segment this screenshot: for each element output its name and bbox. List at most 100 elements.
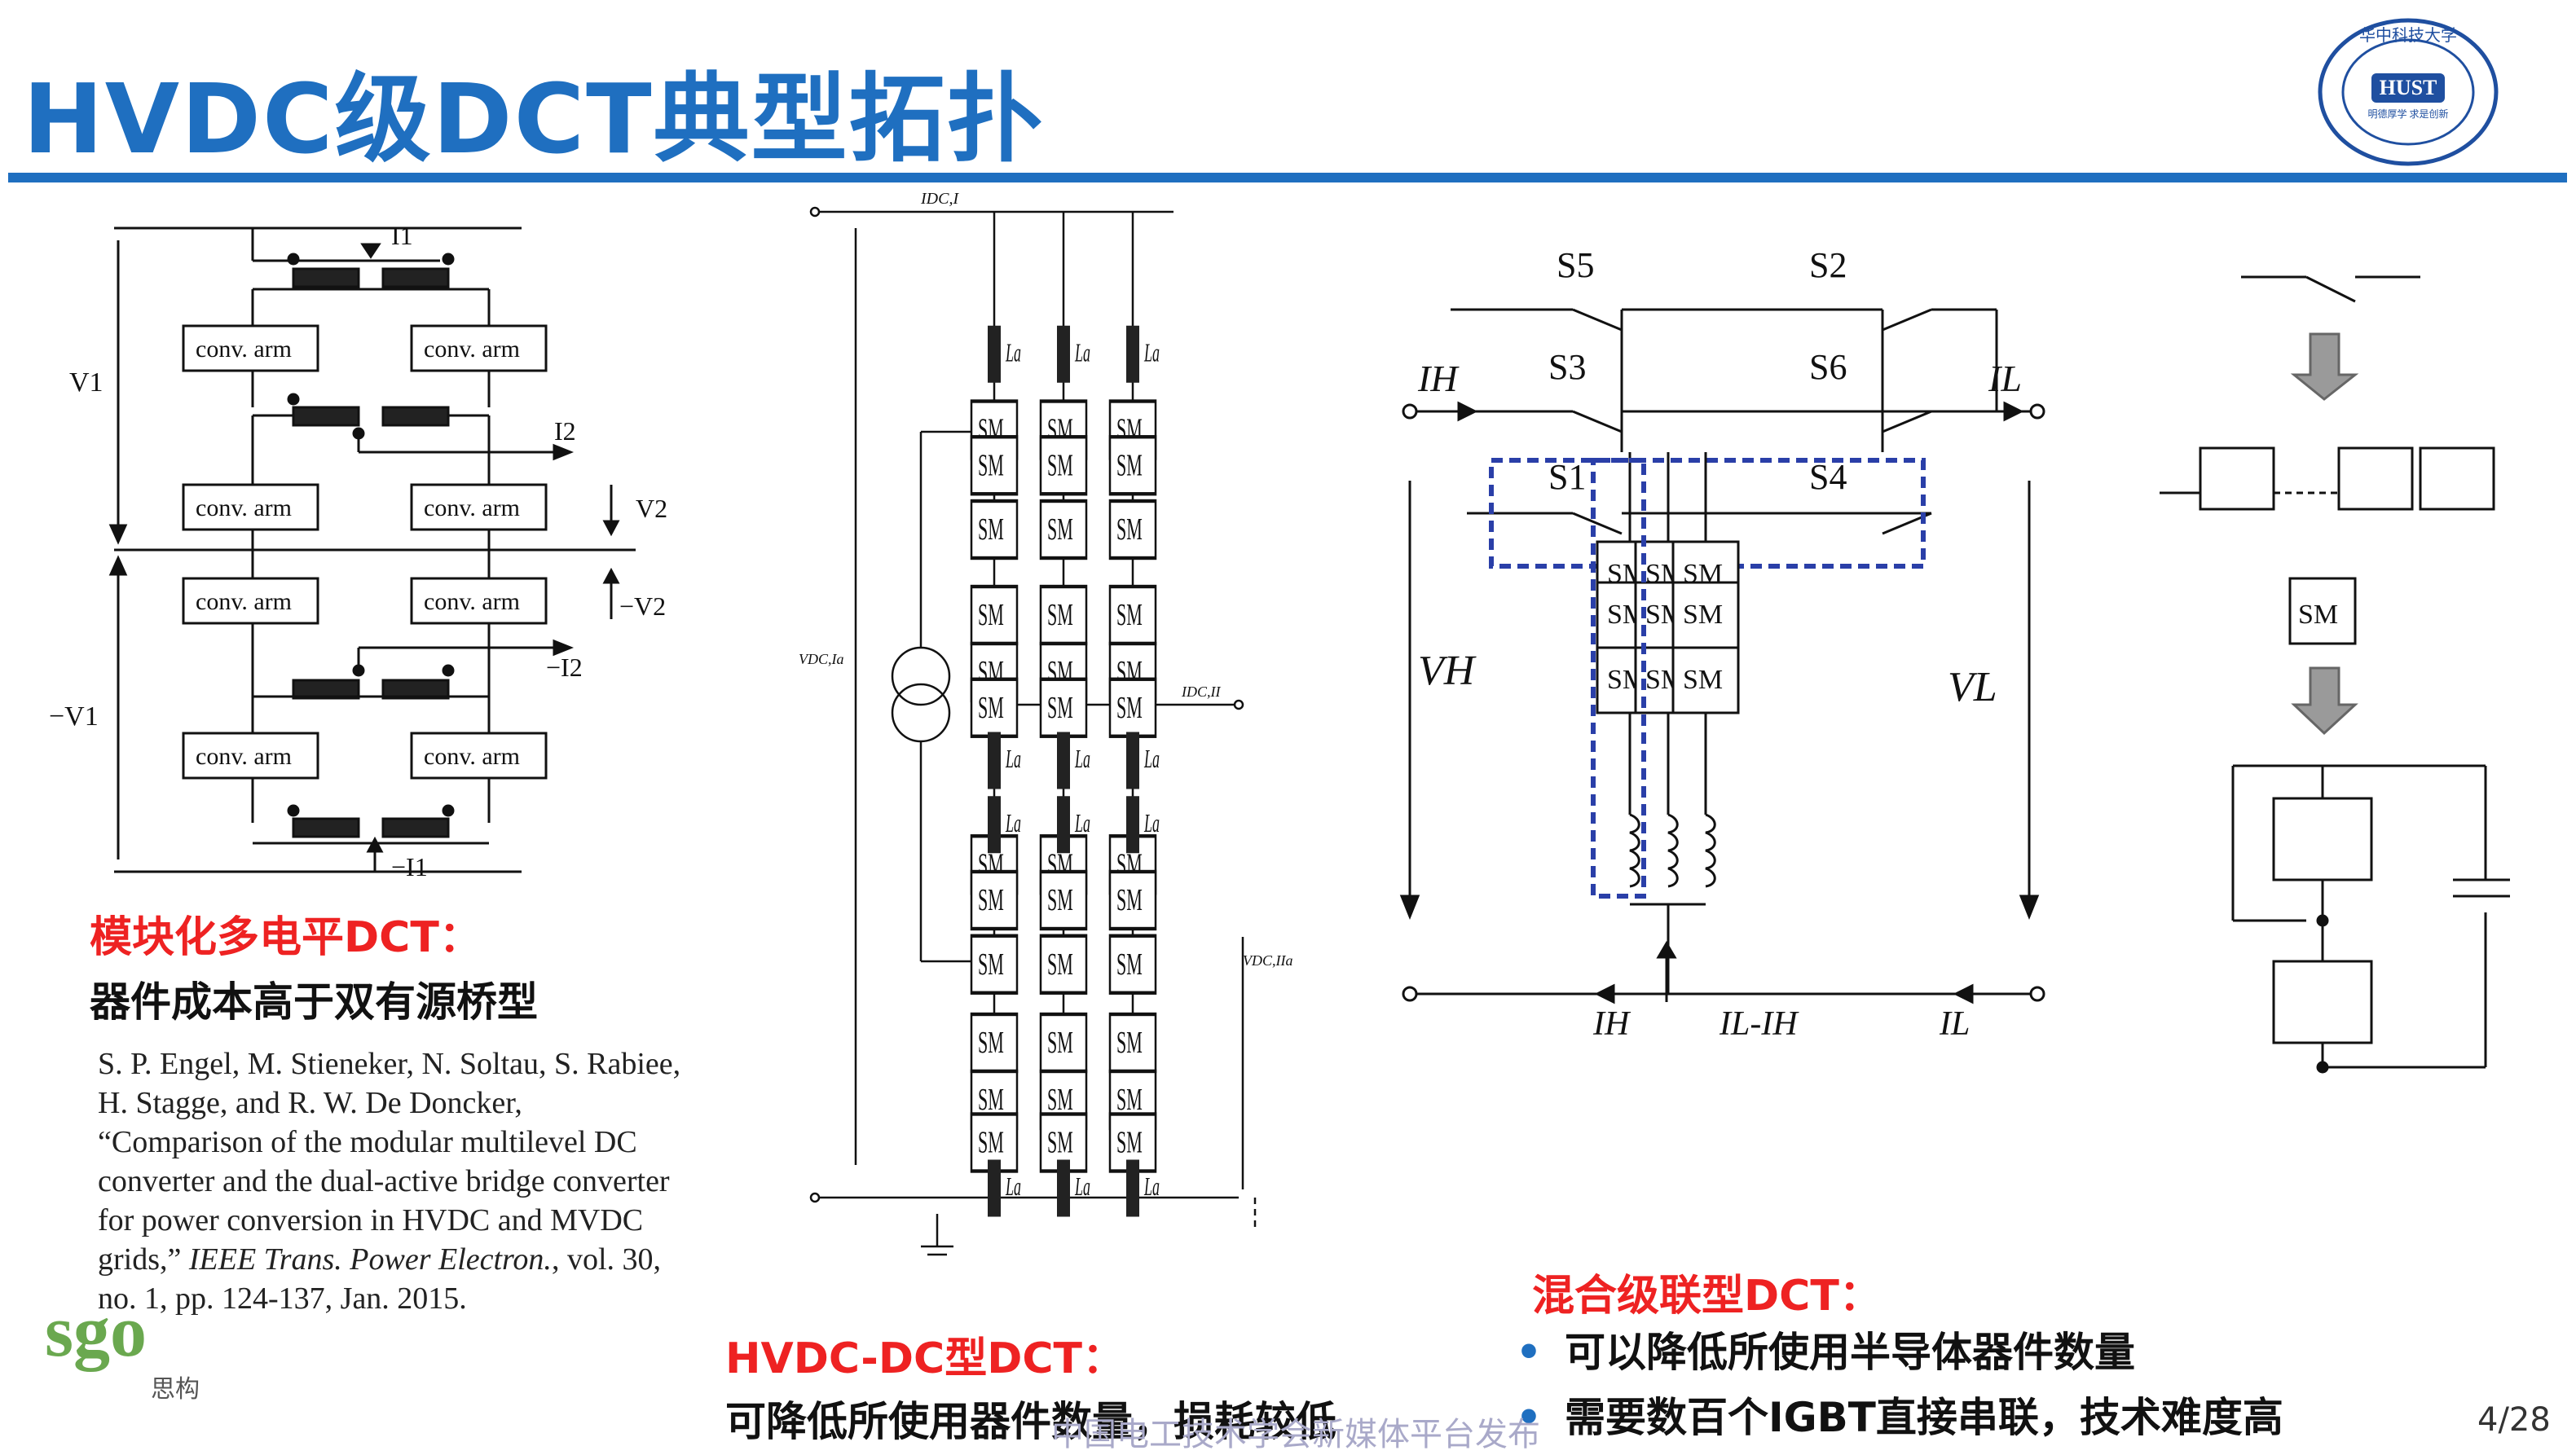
inductor <box>1057 732 1070 789</box>
label-neg-v1: −V1 <box>49 701 99 732</box>
ref-line: for power conversion in HVDC and MVDC <box>98 1203 644 1237</box>
mmc-caption-desc: 器件成本高于双有源桥型 <box>90 978 538 1026</box>
mmc-dct-diagram: V1 −V1 I1 conv. arm conv. arm I2 conv. a… <box>49 204 717 899</box>
sm-label: SM <box>1047 690 1073 725</box>
watermark: 中国电工技术学会新媒体平台发布 <box>1051 1416 1540 1453</box>
inductor-label: La <box>1143 809 1160 838</box>
sm-label: SM <box>978 1124 1004 1159</box>
arm-label: conv. arm <box>196 743 292 770</box>
inductor <box>988 796 1001 854</box>
sm-label: SM <box>1047 1082 1073 1117</box>
label-s2: S2 <box>1809 245 1847 285</box>
label-vdc1: VDC,Ia <box>799 651 844 667</box>
sm-label: SM <box>978 690 1004 725</box>
label-i2: I2 <box>554 416 576 446</box>
label-neg-v2: −V2 <box>619 591 666 621</box>
sm-label: SM <box>1116 597 1143 632</box>
ref-line: S. P. Engel, M. Stieneker, N. Soltau, S.… <box>98 1047 681 1081</box>
ref-line: no. 1, pp. 124-137, Jan. 2015. <box>98 1281 467 1316</box>
inductor <box>1057 325 1070 383</box>
arm-label: conv. arm <box>196 588 292 615</box>
sm-label: SM <box>1047 1025 1073 1060</box>
hvdc-caption-title: HVDC-DC型DCT： <box>725 1334 1125 1383</box>
sm-block <box>970 1112 1019 1173</box>
label-il-minus-ih: IL-IH <box>1719 1005 1799 1043</box>
label-ih-bottom: IH <box>1592 1005 1631 1043</box>
bullet-item: •需要数百个IGBT直接串联，技术难度高 <box>1516 1385 2283 1450</box>
ref-line: “Comparison of the modular multilevel DC <box>98 1125 637 1159</box>
inductor <box>1057 1159 1070 1217</box>
sm-label: SM <box>1116 1124 1143 1159</box>
inductor <box>1126 325 1139 383</box>
inductor-label: La <box>1005 1172 1021 1202</box>
mmc-caption-title: 模块化多电平DCT： <box>90 913 482 962</box>
inductor-label: La <box>1074 338 1090 367</box>
sm-block <box>970 869 1019 931</box>
sgo-text: sgo <box>45 1291 148 1372</box>
inductor-label: La <box>1005 338 1021 367</box>
sm-block <box>1039 584 1088 646</box>
inductor <box>988 325 1001 383</box>
label-vdc2: VDC,IIa <box>1243 952 1293 969</box>
sm-block <box>1108 934 1157 995</box>
arm-label: conv. arm <box>196 336 292 363</box>
sm-label: SM <box>1116 690 1143 725</box>
bullet-item: •可以降低所使用半导体器件数量 <box>1516 1320 2283 1385</box>
logo-mark-text: HUST <box>2380 76 2437 99</box>
label-il: IL <box>1988 358 2022 399</box>
sm-label: SM <box>1047 597 1073 632</box>
sm-label: SM <box>1047 447 1073 482</box>
sm-block <box>970 1012 1019 1074</box>
page-number: 4/28 <box>2477 1401 2551 1439</box>
sm-label: SM <box>978 882 1004 917</box>
bullet-dot: • <box>1516 1329 1542 1376</box>
title-rule <box>8 173 2567 182</box>
sm-block <box>970 934 1019 995</box>
reference-citation: S. P. Engel, M. Stieneker, N. Soltau, S.… <box>98 1044 733 1318</box>
ref-line: converter and the dual-active bridge con… <box>98 1164 670 1198</box>
sm-block <box>970 677 1019 738</box>
sm-label: SM <box>978 947 1004 982</box>
inductor <box>1126 732 1139 789</box>
sm-block <box>1039 1012 1088 1074</box>
inductor-label: La <box>1005 809 1021 838</box>
sm-block <box>1108 435 1157 496</box>
sm-label: SM <box>1116 1082 1143 1117</box>
sm-block <box>1108 677 1157 738</box>
inductor <box>988 732 1001 789</box>
sm-label: SM <box>978 447 1004 482</box>
sm-label: SM <box>1683 600 1723 630</box>
inductor <box>1057 796 1070 854</box>
label-il-bottom: IL <box>1939 1005 1970 1043</box>
sm-label: SM <box>1047 1124 1073 1159</box>
inductor <box>1126 1159 1139 1217</box>
sm-label: SM <box>1116 882 1143 917</box>
ref-text: grids,” <box>98 1242 189 1277</box>
sm-block <box>970 435 1019 496</box>
hybrid-caption-title: 混合级联型DCT： <box>1532 1272 1882 1321</box>
sm-label: SM <box>978 597 1004 632</box>
arm-label: conv. arm <box>424 495 520 521</box>
inductor-label: La <box>1074 1172 1090 1202</box>
sgo-logo: sgo 思构 <box>45 1295 200 1404</box>
label-s6: S6 <box>1809 347 1847 387</box>
sm-block <box>1039 934 1088 995</box>
arm-label: conv. arm <box>424 743 520 770</box>
sm-label: SM <box>978 1025 1004 1060</box>
bullet-text: 需要数百个IGBT直接串联，技术难度高 <box>1565 1394 2283 1441</box>
label-i1: I1 <box>391 221 413 250</box>
sm-label: SM <box>1047 882 1073 917</box>
label-vl: VL <box>1948 664 1997 710</box>
label-neg-i2: −I2 <box>546 653 583 682</box>
sm-label: SM <box>1047 512 1073 547</box>
inductor-coil <box>1629 813 1640 888</box>
inductor <box>988 1159 1001 1217</box>
label-ih: IH <box>1417 358 1460 399</box>
sm-block <box>1108 499 1157 560</box>
ref-line: H. Stagge, and R. W. De Doncker, <box>98 1086 522 1120</box>
inductor <box>1126 796 1139 854</box>
inductor-label: La <box>1074 745 1090 774</box>
label-idc1: IDC,I <box>920 190 959 208</box>
